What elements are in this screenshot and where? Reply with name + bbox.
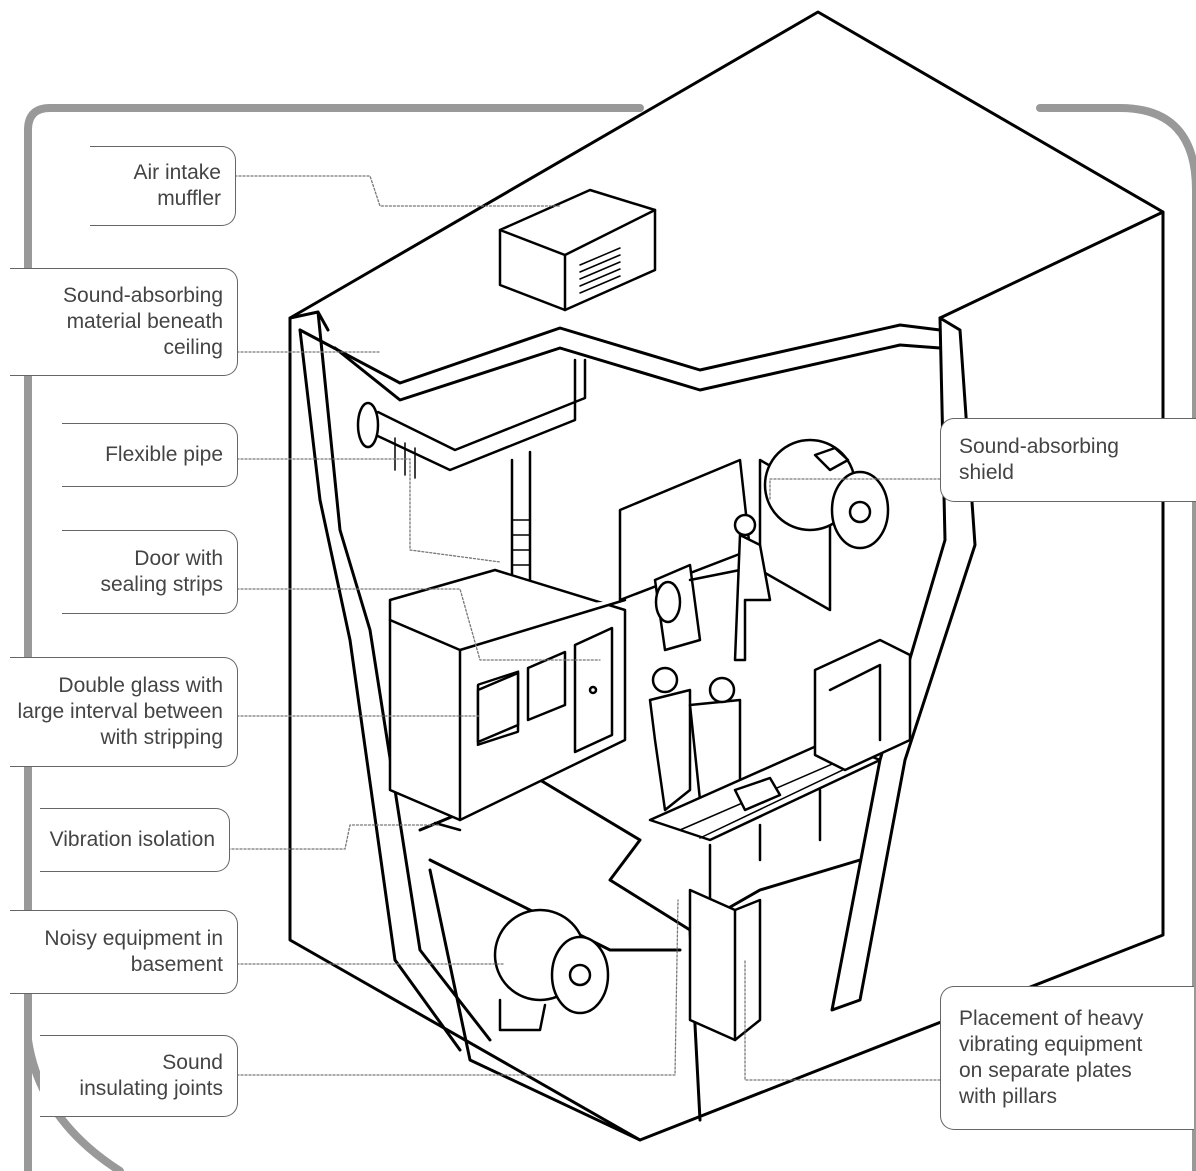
label-line: with pillars (959, 1085, 1058, 1108)
label-line: Noisy equipment in (44, 927, 223, 950)
label-vibration-isolation: Vibration isolation (40, 808, 230, 872)
label-sound-absorbing-shield: Sound-absorbing shield (940, 418, 1196, 502)
label-double-glass: Double glass with large interval between… (10, 657, 238, 767)
left-wall-cut (288, 310, 492, 1052)
label-line: Double glass with (58, 674, 223, 697)
control-cabin (388, 568, 627, 832)
label-line: vibrating equipment (959, 1033, 1143, 1056)
lathe-machine (653, 563, 742, 652)
label-flexible-pipe: Flexible pipe (62, 423, 238, 487)
label-line: Air intake (133, 161, 221, 184)
label-sound-absorbing-ceiling: Sound-absorbing material beneath ceiling (10, 268, 238, 376)
label-line: basement (130, 953, 223, 976)
basement-fan (493, 908, 610, 1032)
xray-tunnel (813, 638, 912, 772)
label-line: on separate plates (959, 1059, 1132, 1082)
label-line: Vibration isolation (49, 828, 215, 851)
workers (648, 513, 772, 812)
label-line: Sound-absorbing (959, 435, 1119, 458)
label-line: material beneath (66, 310, 223, 333)
label-sound-insulating-joints: Sound insulating joints (40, 1035, 238, 1117)
label-line: muffler (157, 187, 221, 210)
leader-lines (227, 175, 941, 1081)
label-line: with stripping (100, 726, 223, 749)
ceiling-cut (298, 323, 942, 385)
label-heavy-vibrating-equipment: Placement of heavy vibrating equipment o… (940, 986, 1194, 1130)
motor-fan (763, 438, 890, 550)
roof-outline (288, 10, 1165, 1142)
building (288, 10, 1165, 1142)
pillar-block (688, 888, 762, 1042)
right-outer-wall (938, 210, 1165, 320)
ceiling-cut-inner (333, 343, 942, 402)
label-line: sealing strips (100, 573, 223, 596)
label-line: Flexible pipe (105, 443, 223, 466)
air-intake-muffler (498, 188, 657, 312)
label-line: shield (959, 461, 1014, 484)
label-line: insulating joints (79, 1077, 223, 1100)
label-line: large interval between (17, 700, 223, 723)
label-air-intake-muffler: Air intake muffler (90, 146, 236, 226)
conveyor (648, 738, 882, 902)
label-line: Sound (162, 1051, 223, 1074)
label-line: ceiling (163, 336, 223, 359)
label-line: Sound-absorbing (63, 284, 223, 307)
label-line: Door with (134, 547, 223, 570)
label-door-sealing-strips: Door with sealing strips (62, 530, 238, 614)
label-line: Placement of heavy (959, 1007, 1144, 1030)
label-noisy-equipment-basement: Noisy equipment in basement (10, 910, 238, 994)
